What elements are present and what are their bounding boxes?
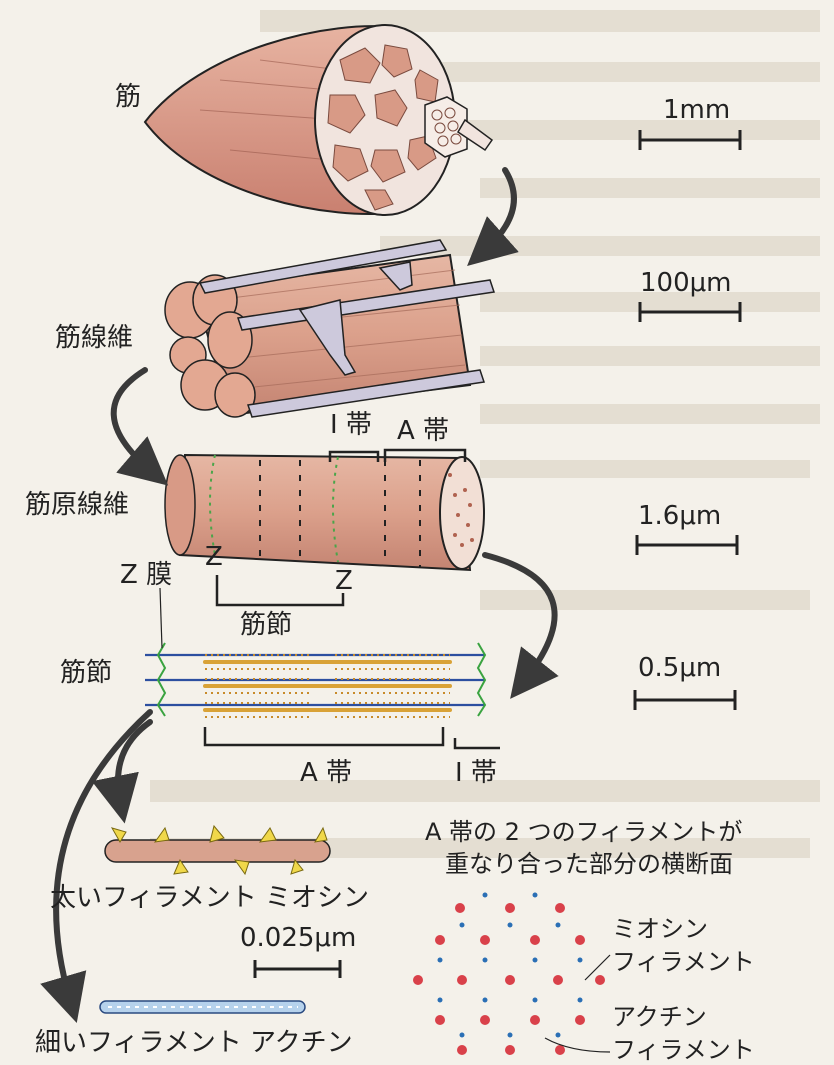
label-i-band-top: I 帯: [330, 412, 372, 438]
sarcomere-bracket: [217, 575, 343, 605]
scale-bar-label-0-025um: 0.025μm: [240, 925, 356, 951]
label-thin-filament: 細いフィラメント アクチン: [35, 1030, 353, 1056]
label-myofibril: 筋原線維: [25, 492, 129, 518]
label-actin-filament-2: フィラメント: [612, 1038, 755, 1062]
scale-bar-label-100um: 100μm: [640, 270, 732, 296]
label-sarcomere: 筋節: [60, 660, 112, 686]
label-myosin-filament-1: ミオシン: [612, 917, 708, 941]
scale-bar-label-0-5um: 0.5μm: [638, 655, 721, 681]
label-myosin-filament-2: フィラメント: [612, 950, 755, 974]
muscle-fiber-illustration: [165, 240, 494, 417]
muscle-illustration: [145, 25, 492, 215]
label-a-band-top: A 帯: [397, 418, 449, 444]
label-a-band-bottom: A 帯: [300, 760, 352, 786]
cross-section-illustration: [413, 893, 610, 1056]
scale-bar-label-1-6um: 1.6μm: [638, 503, 721, 529]
thin-filament-illustration: [100, 1001, 305, 1013]
sarcomere-illustration: [145, 588, 485, 717]
label-z-line-1: Z: [205, 544, 223, 570]
label-muscle: 筋: [115, 84, 141, 110]
scale-bar-label-1mm: 1mm: [663, 97, 730, 123]
label-sarcomere-bracket: 筋節: [240, 612, 292, 638]
thick-filament-illustration: [105, 826, 330, 874]
label-actin-filament-1: アクチン: [612, 1005, 707, 1029]
label-z-line-2: Z: [335, 568, 353, 594]
label-z-membrane: Z 膜: [120, 562, 172, 588]
band-brackets-bottom: [205, 727, 500, 748]
label-thick-filament: 太いフィラメント ミオシン: [50, 885, 369, 911]
cross-section-title-line-1: A 帯の 2 つのフィラメントが: [425, 820, 742, 844]
label-muscle-fiber: 筋線維: [55, 325, 133, 351]
label-i-band-bottom: I 帯: [455, 760, 497, 786]
cross-section-title-line-2: 重なり合った部分の横断面: [445, 852, 733, 876]
